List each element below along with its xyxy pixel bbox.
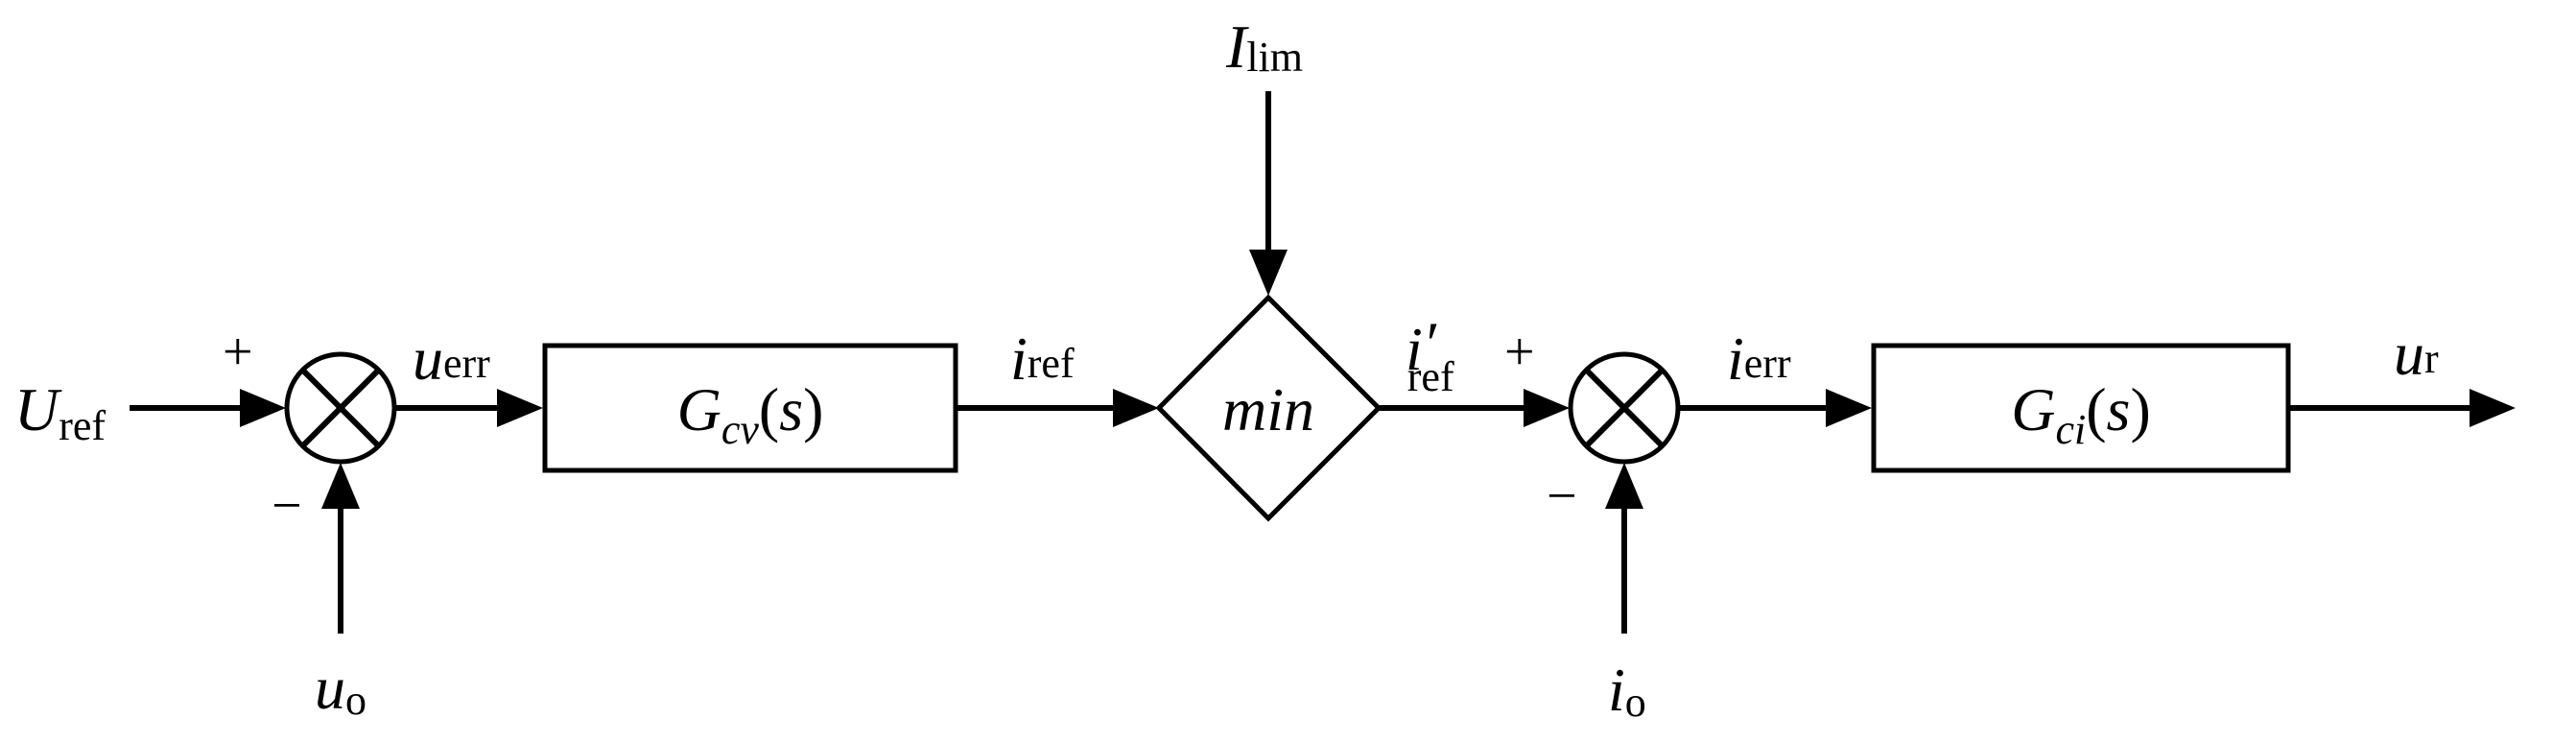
- summing-junction-2: [1568, 351, 1681, 465]
- sum1-plus-sign: +: [223, 323, 253, 382]
- sum2-plus-sign: +: [1504, 323, 1535, 382]
- signal-ur-label: ur: [2394, 320, 2439, 388]
- arrowhead-gci-input: [1826, 389, 1872, 427]
- arrowhead-gcv-input: [497, 389, 543, 427]
- signal-ierr-label: ierr: [1727, 324, 1791, 393]
- arrowhead-min-limit: [1249, 250, 1288, 296]
- arrowhead-sum1-feedback: [321, 463, 360, 509]
- arrowhead-sum2-input: [1524, 389, 1570, 427]
- arrowhead-sum1-input: [240, 389, 286, 427]
- sum1-minus-sign: −: [272, 476, 302, 536]
- arrowhead-output: [2470, 389, 2516, 427]
- input-uo-label: uo: [315, 654, 366, 724]
- signal-iref-prime-label: i′ref: [1406, 309, 1454, 400]
- arrowhead-min-input: [1113, 389, 1159, 427]
- input-ilim-label: Ilim: [1225, 12, 1303, 81]
- input-io-label: io: [1608, 656, 1646, 726]
- block-min: [1155, 294, 1383, 522]
- min-label: min: [1222, 375, 1314, 443]
- signal-uerr-label: uerr: [413, 324, 490, 393]
- block-gcv: [542, 343, 958, 473]
- gcv-label: Gcv(s): [677, 375, 824, 453]
- sum2-minus-sign: −: [1547, 467, 1577, 526]
- gci-label: Gci(s): [2011, 375, 2151, 453]
- summing-junction-1: [284, 351, 397, 465]
- arrowhead-sum2-feedback: [1605, 463, 1643, 509]
- signal-iref-label: iref: [1010, 324, 1075, 393]
- block-gci: [1871, 343, 2291, 473]
- input-uref-label: Uref: [14, 375, 106, 449]
